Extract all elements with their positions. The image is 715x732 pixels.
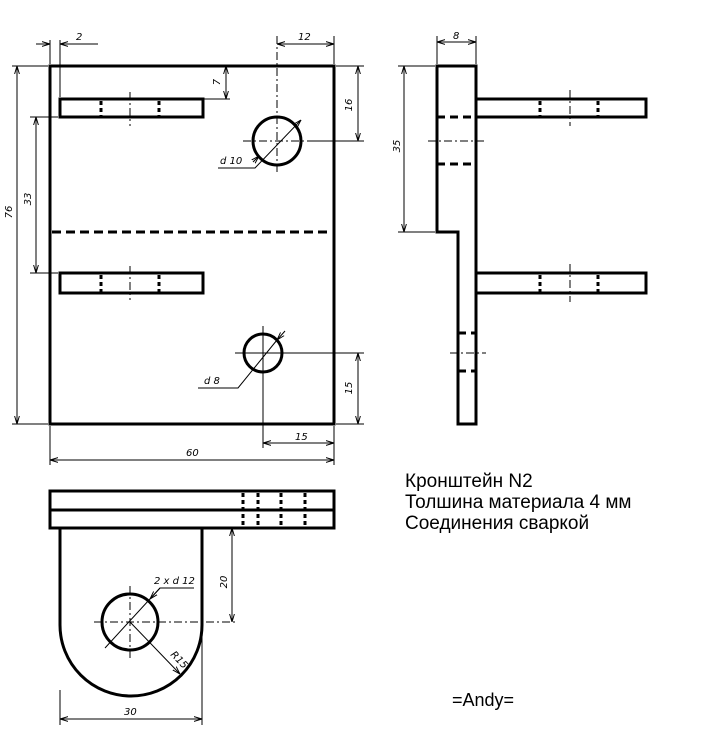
front-slot-upper (58, 97, 205, 119)
part-title: Кронштейн N2 (405, 471, 533, 492)
dim-hole2-offset-y: 15 (344, 382, 355, 395)
dim-side-thickness: 8 (453, 31, 459, 42)
dim-edge-offset: 2 (76, 32, 82, 43)
joining-method: Соединения сваркой (405, 513, 590, 534)
title-block: Кронштейн N2 Толшина материала 4 мм Соед… (405, 471, 631, 534)
dim-top-holes: 2 x d 12 (154, 576, 195, 587)
leader-d10-arrow (253, 156, 259, 162)
dim-hole-offset-y: 16 (344, 99, 355, 112)
dim-hole2-offset-x: 15 (295, 432, 308, 443)
leader-d10 (218, 120, 301, 169)
top-plate-upper (48, 489, 336, 512)
side-tab-lower (474, 271, 648, 295)
leader-d8-arrow (277, 330, 286, 340)
dim-hole-offset-x: 12 (298, 32, 311, 43)
dim-width: 60 (186, 448, 199, 459)
side-tab-upper (474, 97, 648, 119)
leader-d8 (198, 339, 278, 389)
dim-line-radius (129, 621, 180, 674)
material-thickness: Толшина материала 4 мм (405, 492, 632, 513)
dim-slot-offset-y: 7 (212, 78, 223, 85)
top-view (48, 489, 336, 725)
leader-holes-arrow (150, 587, 161, 599)
side-profile (435, 64, 478, 426)
author-signature: =Andy= (452, 690, 515, 710)
dim-slot-spacing: 33 (23, 193, 34, 206)
top-ear-outline (58, 528, 204, 698)
dim-hole2-diameter: d 8 (204, 376, 220, 387)
top-plate-lower (48, 508, 336, 530)
front-view (12, 36, 364, 465)
side-view (398, 36, 648, 426)
front-slot-lower (58, 271, 205, 295)
dim-hole1-diameter: d 10 (220, 156, 242, 167)
front-plate-outline (48, 64, 336, 426)
dim-top-width: 30 (124, 707, 137, 718)
dim-height: 76 (4, 206, 15, 219)
dim-top-offset: 20 (219, 576, 230, 589)
dim-side-length: 35 (392, 140, 403, 153)
